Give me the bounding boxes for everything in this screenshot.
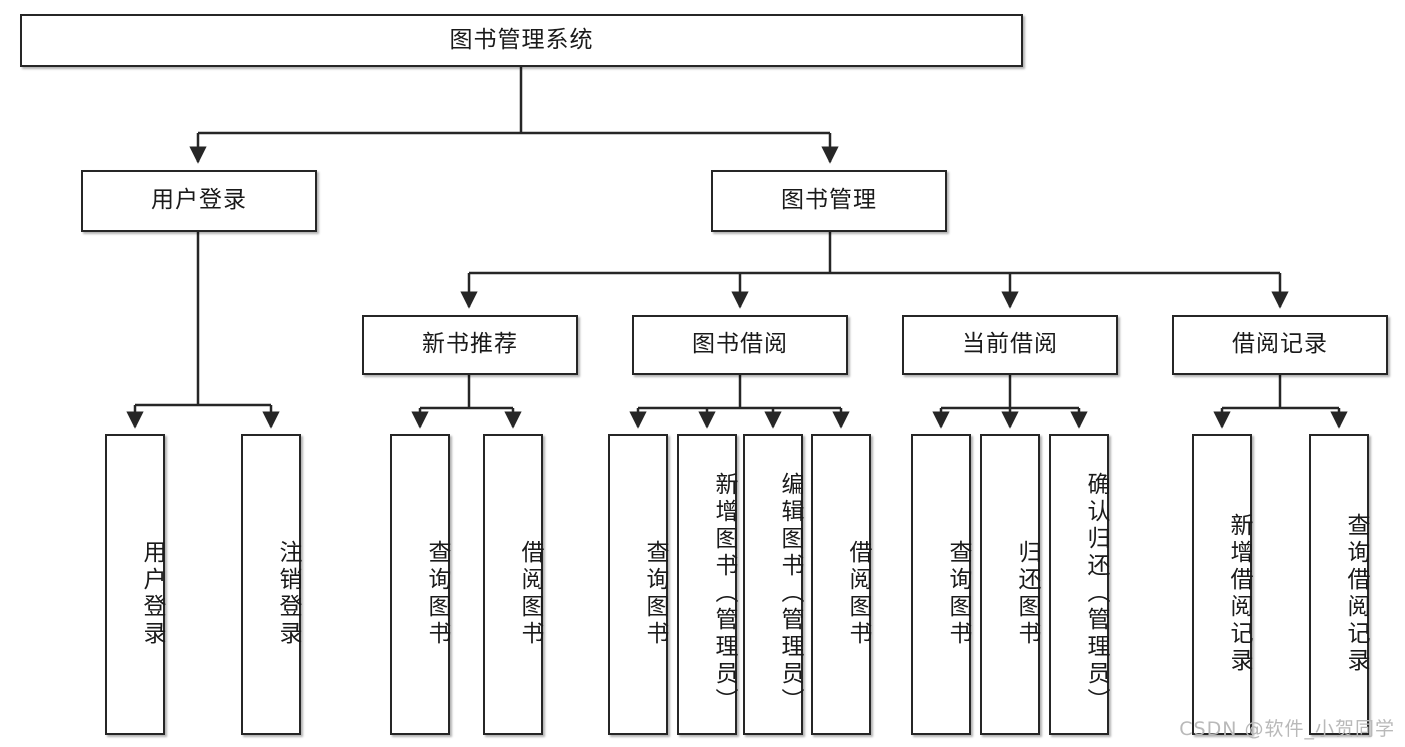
node-user-login-label: 用户登录 (151, 187, 247, 214)
leaf-newbook-borrow-book[interactable]: 借阅图书 (483, 434, 543, 735)
leaf-record-query[interactable]: 查询借阅记录 (1309, 434, 1369, 735)
leaf-record-query-label: 查询借阅记录 (1343, 512, 1369, 675)
node-book-borrow[interactable]: 图书借阅 (632, 315, 848, 375)
csdn-watermark: CSDN @软件_小贺同学 (1179, 718, 1395, 740)
leaf-user-login[interactable]: 用户登录 (105, 434, 165, 735)
node-book-borrow-label: 图书借阅 (692, 331, 788, 358)
leaf-current-confirm-return[interactable]: 确认归还（管理员） (1049, 434, 1109, 735)
node-book-management[interactable]: 图书管理 (711, 170, 947, 232)
leaf-borrow-do-borrow-label: 借阅图书 (845, 539, 871, 648)
leaf-newbook-query-book-label: 查询图书 (424, 539, 450, 648)
leaf-newbook-borrow-book-label: 借阅图书 (517, 539, 543, 648)
node-new-book-recommend[interactable]: 新书推荐 (362, 315, 578, 375)
leaf-borrow-add-book[interactable]: 新增图书（管理员） (677, 434, 737, 735)
node-root[interactable]: 图书管理系统 (20, 14, 1023, 67)
leaf-borrow-add-book-label: 新增图书（管理员） (711, 472, 737, 715)
leaf-newbook-query-book[interactable]: 查询图书 (390, 434, 450, 735)
node-root-label: 图书管理系统 (449, 26, 594, 53)
leaf-current-query-book[interactable]: 查询图书 (911, 434, 971, 735)
leaf-user-login-label: 用户登录 (139, 539, 165, 648)
leaf-borrow-edit-book[interactable]: 编辑图书（管理员） (743, 434, 803, 735)
leaf-current-return-book[interactable]: 归还图书 (980, 434, 1040, 735)
leaf-current-query-book-label: 查询图书 (945, 539, 971, 648)
leaf-record-add[interactable]: 新增借阅记录 (1192, 434, 1252, 735)
node-user-login[interactable]: 用户登录 (81, 170, 317, 232)
node-borrow-record[interactable]: 借阅记录 (1172, 315, 1388, 375)
leaf-borrow-edit-book-label: 编辑图书（管理员） (777, 472, 803, 715)
node-current-borrow-label: 当前借阅 (962, 331, 1058, 358)
node-book-management-label: 图书管理 (781, 187, 877, 214)
leaf-current-confirm-return-label: 确认归还（管理员） (1083, 472, 1109, 715)
node-current-borrow[interactable]: 当前借阅 (902, 315, 1118, 375)
leaf-borrow-query-book-label: 查询图书 (642, 539, 668, 648)
node-borrow-record-label: 借阅记录 (1232, 331, 1328, 358)
leaf-current-return-book-label: 归还图书 (1014, 539, 1040, 648)
leaf-borrow-query-book[interactable]: 查询图书 (608, 434, 668, 735)
node-new-book-recommend-label: 新书推荐 (422, 331, 518, 358)
leaf-user-logout[interactable]: 注销登录 (241, 434, 301, 735)
leaf-user-logout-label: 注销登录 (275, 539, 301, 648)
leaf-record-add-label: 新增借阅记录 (1226, 512, 1252, 675)
leaf-borrow-do-borrow[interactable]: 借阅图书 (811, 434, 871, 735)
